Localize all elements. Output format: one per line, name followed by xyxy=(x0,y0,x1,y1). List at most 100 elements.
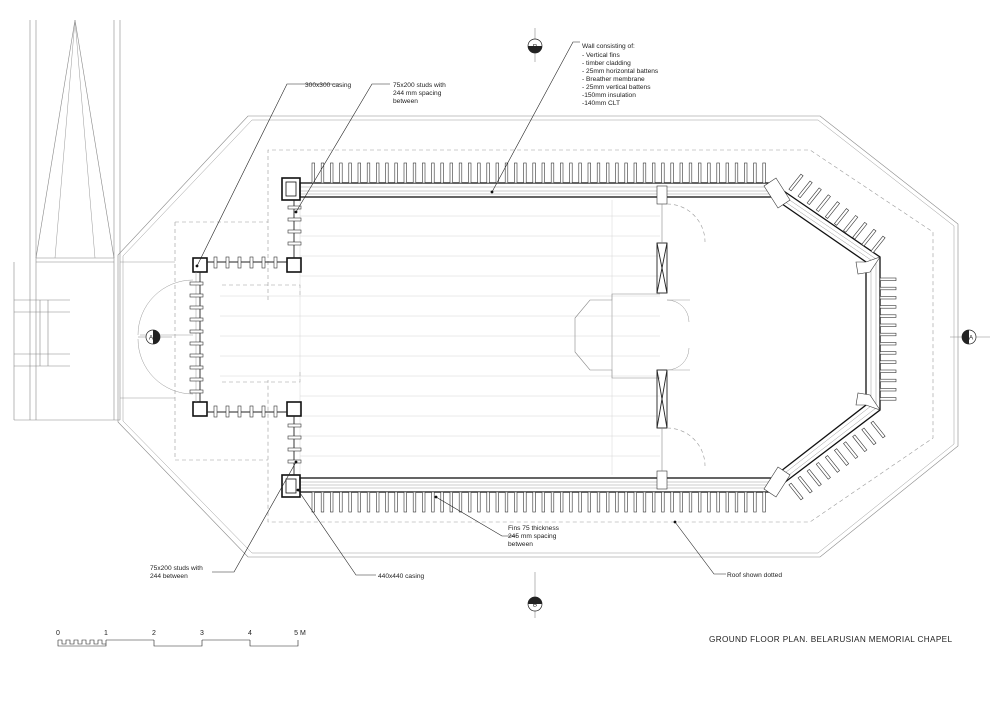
fin-top xyxy=(744,162,748,184)
fin-apse-side xyxy=(879,296,897,300)
fin-apse-upper xyxy=(824,201,840,219)
fin-bottom xyxy=(394,491,398,513)
fin-apse-lower xyxy=(815,462,831,480)
stud-entrance xyxy=(189,353,204,358)
fin-top xyxy=(431,162,435,184)
wall-layer-4: - Breather membrane xyxy=(582,76,645,83)
scale-label-4: 4 xyxy=(248,630,252,637)
fin-bottom xyxy=(707,491,711,513)
fin-top xyxy=(698,162,702,184)
fins-line-3: between xyxy=(508,541,533,548)
fin-top xyxy=(366,162,371,184)
fin-bottom xyxy=(376,491,380,513)
fin-top xyxy=(514,162,518,184)
fin-top xyxy=(560,162,564,184)
stud-entrance xyxy=(189,389,204,394)
adjacent-building xyxy=(13,19,175,421)
fin-bottom xyxy=(633,491,637,513)
stud-porch-top xyxy=(237,256,242,269)
stud-side-top xyxy=(287,217,302,222)
fin-bottom xyxy=(486,491,490,513)
fin-bottom xyxy=(734,491,739,513)
roof-outline xyxy=(117,115,959,558)
stud-porch-bottom xyxy=(225,405,230,418)
stud-porch-bottom xyxy=(237,405,242,418)
fin-bottom xyxy=(578,491,582,513)
fin-apse-side xyxy=(879,277,897,281)
stud-side-top xyxy=(287,229,302,234)
fin-bottom xyxy=(606,491,610,513)
section-marker-top: B xyxy=(527,28,543,62)
fin-top xyxy=(550,162,555,184)
scale-bar: 0 1 2 3 4 5 M xyxy=(56,630,306,647)
fin-bottom xyxy=(366,491,371,513)
fin-top xyxy=(624,162,628,184)
fin-bottom xyxy=(587,491,591,513)
fins-line-1: Fins 75 thickness xyxy=(508,525,560,532)
wall-layer-1: - Vertical fins xyxy=(582,52,620,59)
annotation-casing-440: 440x440 casing xyxy=(296,488,425,580)
fin-bottom xyxy=(725,491,729,513)
fin-bottom xyxy=(385,491,389,513)
annotation-fins: Fins 75 thickness 245 mm spacing between xyxy=(434,495,560,548)
vertical-fins xyxy=(311,162,897,513)
fin-apse-side xyxy=(879,351,897,355)
stud-porch-bottom xyxy=(261,405,266,418)
stud-entrance xyxy=(189,341,204,346)
fin-apse-lower xyxy=(852,434,868,453)
fin-top xyxy=(596,162,601,184)
casing-300-label: 300x300 casing xyxy=(305,82,352,89)
fin-top xyxy=(330,162,334,184)
fin-apse-lower xyxy=(843,441,859,459)
fin-bottom xyxy=(652,491,656,513)
stud-side-top xyxy=(287,241,302,246)
fin-top xyxy=(523,162,527,184)
fin-bottom xyxy=(596,491,601,513)
fin-bottom xyxy=(698,491,702,513)
studs-top-line-2: 244 mm spacing xyxy=(393,90,442,97)
fin-apse-side xyxy=(879,332,897,337)
fin-top xyxy=(642,162,647,184)
fin-bottom xyxy=(495,491,499,513)
annotation-wall-layers: Wall consisting of: - Vertical fins - ti… xyxy=(490,41,659,194)
fin-bottom xyxy=(431,491,435,513)
fin-top xyxy=(615,162,619,184)
fin-bottom xyxy=(357,491,361,513)
fin-bottom xyxy=(403,491,407,513)
fin-apse-lower xyxy=(870,420,886,439)
wall-layer-5: - 25mm vertical battens xyxy=(582,84,651,91)
section-marker-right: A xyxy=(950,329,990,345)
fin-apse-upper xyxy=(815,194,831,212)
fin-top xyxy=(486,162,490,184)
fin-top xyxy=(587,162,591,184)
fin-bottom xyxy=(670,491,674,513)
fin-top xyxy=(633,162,637,184)
fin-top xyxy=(670,162,674,184)
fin-top xyxy=(311,162,315,184)
fin-apse-side xyxy=(879,388,897,392)
section-label-left-a: A xyxy=(149,335,154,342)
entrance-porch xyxy=(137,177,302,498)
fin-apse-upper xyxy=(788,173,804,192)
stud-porch-top xyxy=(249,256,254,269)
fin-bottom xyxy=(560,491,564,513)
stud-entrance xyxy=(189,329,204,334)
stud-side-bottom xyxy=(287,447,302,452)
section-label-bottom-b: B xyxy=(533,602,537,609)
fin-apse-side xyxy=(879,397,897,401)
fin-top xyxy=(440,162,444,184)
fin-apse-side xyxy=(879,342,897,346)
fins-line-2: 245 mm spacing xyxy=(508,533,557,540)
stud-entrance xyxy=(189,305,204,310)
fin-apse-upper xyxy=(852,221,868,240)
fin-bottom xyxy=(458,491,463,513)
studs-top-line-1: 75x200 studs with xyxy=(393,82,446,89)
stud-side-bottom xyxy=(287,435,302,440)
wall-layer-3: - 25mm horizontal battens xyxy=(582,68,659,75)
fin-apse-lower xyxy=(861,427,877,446)
fin-bottom xyxy=(477,491,481,513)
fin-bottom xyxy=(661,491,665,513)
fin-bottom xyxy=(348,491,352,513)
fin-apse-upper xyxy=(797,180,813,199)
fin-top xyxy=(753,162,757,184)
